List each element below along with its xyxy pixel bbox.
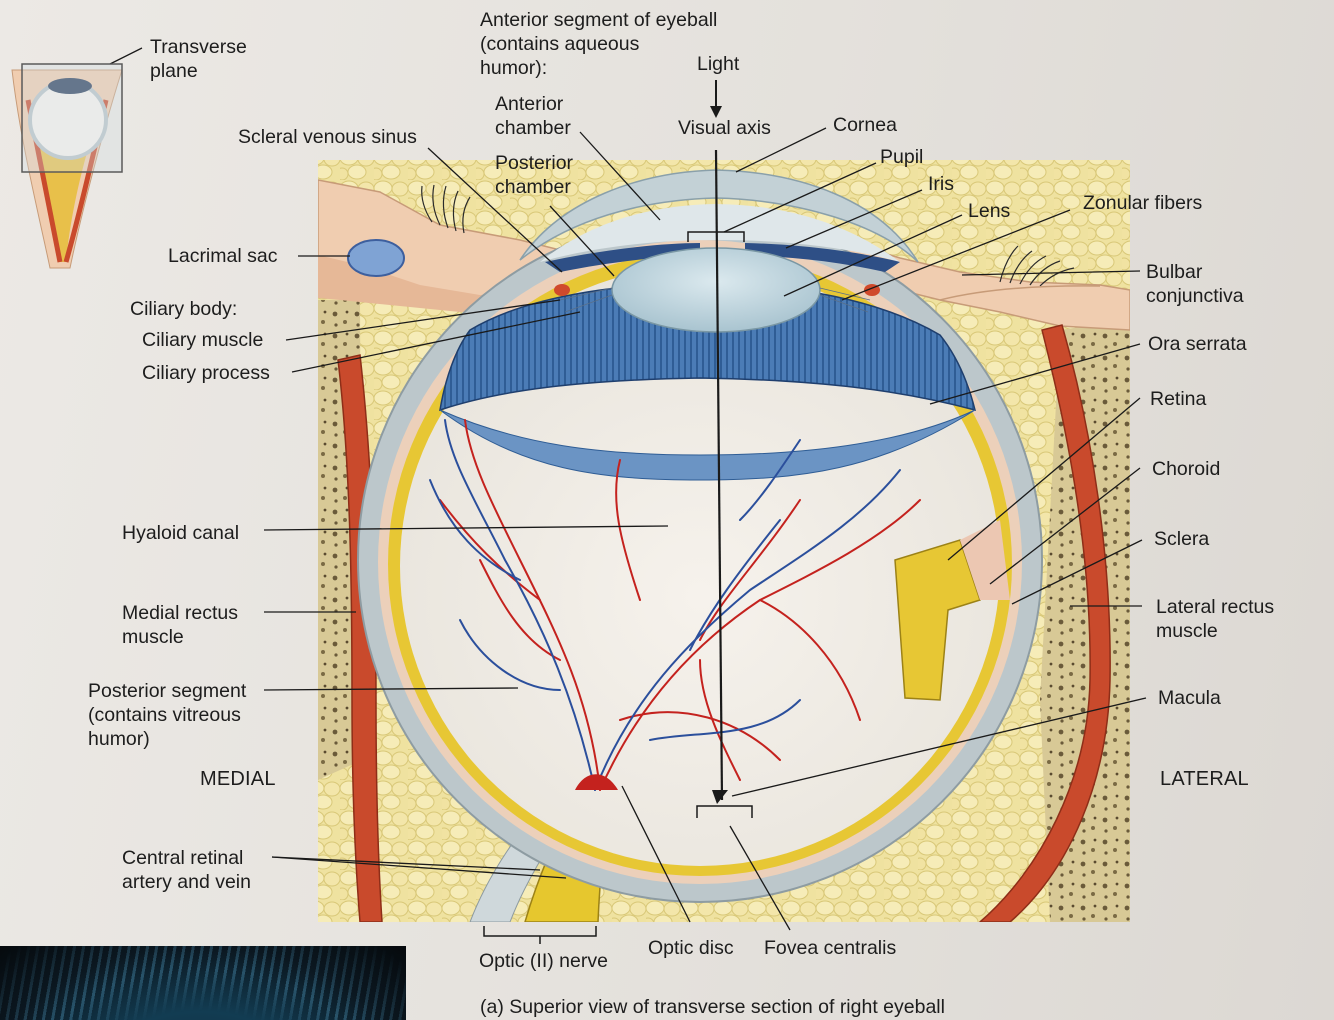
retina-label: Retina — [1150, 387, 1206, 411]
bulbar-conjunctiva-label: Bulbar conjunctiva — [1146, 260, 1244, 308]
ciliary-process-label: Ciliary process — [142, 361, 270, 385]
central-retinal-label: Central retinal artery and vein — [122, 846, 251, 894]
posterior-chamber-label: Posterior chamber — [495, 151, 573, 199]
transverse-plane-inset — [12, 64, 122, 268]
light-label: Light — [697, 52, 739, 76]
anterior-chamber-label: Anterior chamber — [495, 92, 571, 140]
sclera-label: Sclera — [1154, 527, 1209, 551]
scleral-venous-sinus-left — [554, 284, 570, 296]
optic-disc-label: Optic disc — [648, 936, 734, 960]
hyaloid-canal-label: Hyaloid canal — [122, 521, 239, 545]
visual-axis-label: Visual axis — [678, 116, 771, 140]
medial-rectus-label: Medial rectus muscle — [122, 601, 238, 649]
lens-label: Lens — [968, 199, 1010, 223]
cornea-label: Cornea — [833, 113, 897, 137]
optic-nerve-bracket — [484, 926, 596, 944]
ora-serrata-label: Ora serrata — [1148, 332, 1247, 356]
ciliary-muscle-label: Ciliary muscle — [142, 328, 263, 352]
posterior-segment-label: Posterior segment (contains vitreous hum… — [88, 679, 246, 751]
medial-orientation-label: MEDIAL — [200, 767, 276, 791]
fovea-centralis-label: Fovea centralis — [764, 936, 896, 960]
pupil-label: Pupil — [880, 145, 923, 169]
lateral-orientation-label: LATERAL — [1160, 767, 1249, 791]
transverse-plane-label: Transverse plane — [150, 35, 247, 83]
ciliary-body-label: Ciliary body: — [130, 297, 237, 321]
scleral-venous-sinus-label: Scleral venous sinus — [238, 125, 417, 149]
anterior-segment-label: Anterior segment of eyeball (contains aq… — [480, 8, 717, 80]
zonular-fibers-label: Zonular fibers — [1083, 191, 1202, 215]
lateral-rectus-label: Lateral rectus muscle — [1156, 595, 1274, 643]
iris-label: Iris — [928, 172, 954, 196]
figure-caption: (a) Superior view of transverse section … — [480, 996, 945, 1019]
adjacent-photo-strip — [0, 946, 406, 1020]
choroid-label: Choroid — [1152, 457, 1220, 481]
lacrimal-sac — [348, 240, 404, 276]
lacrimal-sac-label: Lacrimal sac — [168, 244, 277, 268]
macula-label: Macula — [1158, 686, 1221, 710]
optic-nerve-label: Optic (II) nerve — [479, 949, 608, 973]
